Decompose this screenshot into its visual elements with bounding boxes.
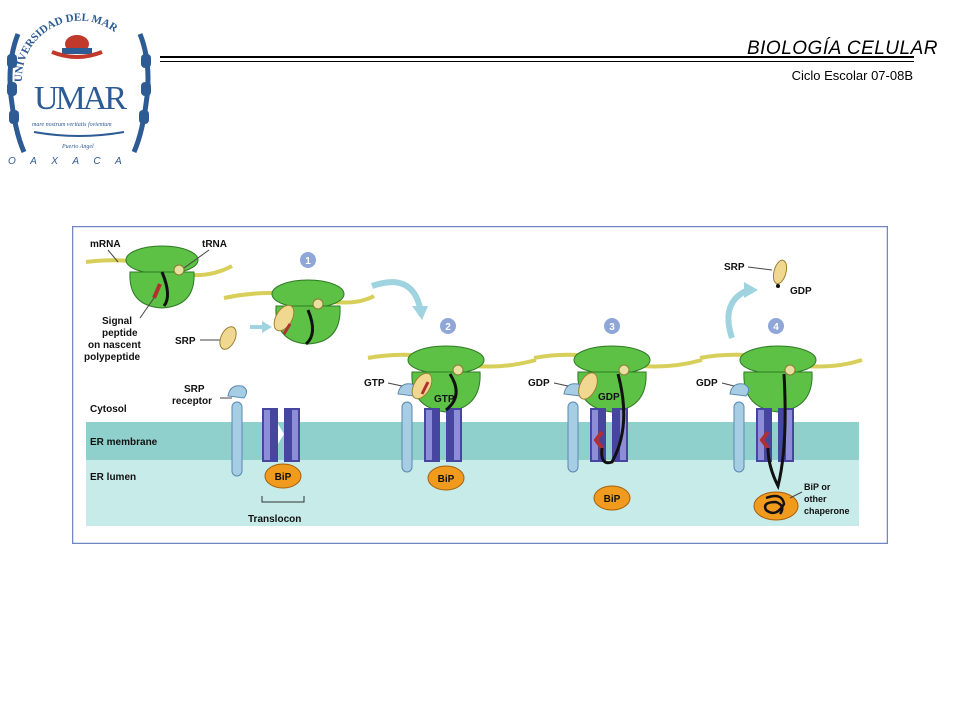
- signal-peptide-label-3: on nascent: [88, 340, 141, 351]
- logo-crest-icon: [51, 35, 103, 59]
- srp-receptor-label-1: SRP: [184, 384, 205, 395]
- svg-text:3: 3: [609, 322, 615, 333]
- chaperone-label-2: other: [804, 494, 827, 504]
- er-membrane-label: ER membrane: [90, 437, 158, 448]
- cytosol-label: Cytosol: [90, 404, 127, 415]
- header-rule: [160, 56, 914, 58]
- step1-ribosome: [223, 279, 375, 346]
- step2-complex: [367, 345, 537, 491]
- logo-motto: mare nostrum veritatis fovientum: [32, 121, 112, 128]
- srp-receptor-label-2: receptor: [172, 396, 212, 407]
- gdp-leader-step4: [721, 382, 735, 387]
- mrna-label: mRNA: [90, 239, 121, 250]
- gdp-label-step4-receptor: GDP: [696, 378, 718, 389]
- bip-label-step3: BiP: [604, 494, 621, 505]
- trna-label: tRNA: [202, 239, 227, 250]
- gtp-leader: [387, 382, 403, 387]
- bip-label-step2: BiP: [438, 474, 455, 485]
- signal-peptide-label-4: polypeptide: [84, 352, 141, 363]
- svg-text:2: 2: [445, 322, 451, 333]
- university-logo: UNIVERSIDAD DEL MAR UMAR mare nostrum ve…: [7, 12, 151, 167]
- step4-complex: [699, 345, 863, 521]
- signal-peptide-label-1: Signal: [102, 316, 132, 327]
- diagram-border: [72, 226, 888, 544]
- logo-monogram: UMAR: [34, 80, 127, 117]
- svg-text:BiP: BiP: [275, 472, 292, 483]
- srp-released-label: SRP: [724, 262, 745, 273]
- gdp-dot: [776, 284, 780, 288]
- gtp-label-srp: GTP: [434, 394, 455, 405]
- logo-state: O A X A C A: [8, 156, 128, 167]
- curved-arrow-icon: [371, 279, 423, 309]
- svg-text:1: 1: [305, 256, 311, 267]
- gdp-leader-step3: [553, 382, 569, 387]
- logo-campus: Puerto Angel: [61, 144, 94, 150]
- release-arrow-icon: [725, 287, 750, 339]
- signal-peptide-label-2: peptide: [102, 328, 138, 339]
- free-ribosome: [85, 245, 233, 309]
- srp-released-particle: [772, 259, 788, 285]
- step-3-badge: 3: [604, 318, 620, 334]
- svg-text:4: 4: [773, 322, 779, 333]
- step3-complex: [533, 345, 703, 511]
- course-title: BIOLOGÍA CELULAR: [746, 38, 938, 59]
- signal-leader: [139, 297, 155, 319]
- gdp-label-step3-srp: GDP: [598, 392, 620, 403]
- er-membrane-band: [86, 422, 859, 460]
- translocon-closed: [262, 408, 300, 462]
- chaperone-label-3: chaperone: [804, 506, 850, 516]
- bip-protein: BiP: [264, 463, 302, 489]
- logo-wave-icon: [33, 131, 125, 137]
- translocon-bracket: [261, 496, 305, 503]
- logo-chain-border: [7, 33, 151, 154]
- logo-chain-links: [7, 54, 151, 124]
- srp-particle: [219, 326, 237, 350]
- step-2-badge: 2: [440, 318, 456, 334]
- chaperone-leader: [789, 491, 803, 499]
- er-lumen-band: [86, 460, 859, 526]
- chaperone-label-1: BiP or: [804, 482, 831, 492]
- header-rule-thin: [160, 61, 914, 62]
- srp-released-leader: [747, 266, 773, 271]
- step-arrow-small-head: [262, 321, 272, 333]
- step-4-badge: 4: [768, 318, 784, 334]
- step-1-badge: 1: [300, 252, 316, 268]
- er-lumen-label: ER lumen: [90, 472, 136, 483]
- gdp-label-step3-receptor: GDP: [528, 378, 550, 389]
- release-arrow-head: [744, 282, 758, 298]
- gdp-released-label: GDP: [790, 286, 812, 297]
- gtp-label-receptor: GTP: [364, 378, 385, 389]
- srp-left-label: SRP: [175, 336, 196, 347]
- translocon-label: Translocon: [248, 514, 301, 525]
- curved-arrow-head: [412, 306, 428, 320]
- srp-translocation-diagram: Cytosol ER membrane ER lumen mRNA tRNA S…: [72, 226, 888, 544]
- mrna-leader: [107, 249, 119, 263]
- trna-leader: [183, 249, 210, 269]
- srp-receptor: [227, 385, 248, 477]
- school-cycle: Ciclo Escolar 07-08B: [791, 68, 913, 83]
